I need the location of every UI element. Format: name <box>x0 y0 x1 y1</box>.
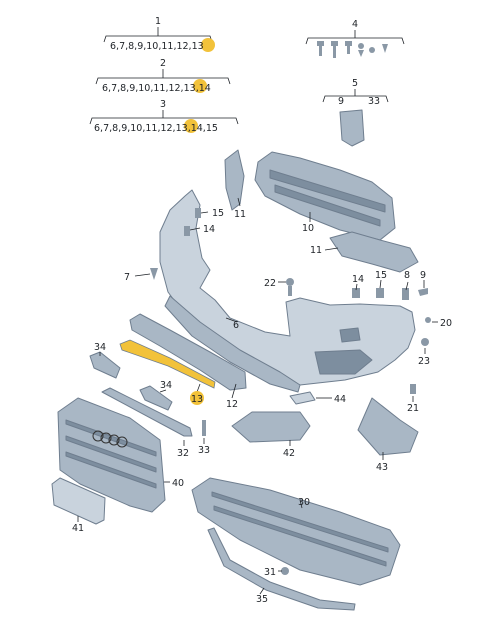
clip-14 <box>184 226 190 236</box>
legend-group-4: 4 <box>305 19 405 58</box>
legend-group-1: 1 6,7,8,9,10,11,12,13 <box>103 16 215 52</box>
bracket-14 <box>352 288 360 298</box>
callout-7: 7 <box>124 272 130 283</box>
part-list-right: 33 <box>368 96 380 107</box>
bracket-part-5 <box>339 109 365 147</box>
callout-42: 42 <box>283 448 295 459</box>
part-list: 6,7,8,9,10,11,12,13,14,15 <box>94 123 218 134</box>
callout-21: 21 <box>407 403 419 414</box>
callout-10: 10 <box>302 223 314 234</box>
legend-group-5: 5 9 33 <box>322 78 389 147</box>
callout-14-right: 14 <box>352 274 364 285</box>
absorber-ribs <box>269 169 386 227</box>
fog-lamp-grille <box>231 411 311 443</box>
clip-33 <box>202 420 206 436</box>
callout-43: 43 <box>376 462 388 473</box>
screw-31 <box>281 567 289 575</box>
license-plate-bracket <box>51 477 106 525</box>
underbody-ribs <box>211 491 389 567</box>
callout-11-lower: 11 <box>310 245 322 256</box>
bracket-15 <box>376 288 384 298</box>
tow-hook-recess <box>339 327 361 343</box>
group-number: 4 <box>352 19 358 30</box>
callout-14-left: 14 <box>203 224 215 235</box>
air-guide <box>357 397 419 456</box>
part-list: 6,7,8,9,10,11,12,13,14 <box>102 83 211 94</box>
grille-trim-upper <box>89 351 121 379</box>
callout-41: 41 <box>72 523 84 534</box>
callout-15-left: 15 <box>212 208 224 219</box>
lower-trim-strip <box>207 527 356 611</box>
side-bracket-left <box>224 149 245 211</box>
callout-44: 44 <box>334 394 346 405</box>
underbody-panel <box>191 477 401 586</box>
side-bracket-right <box>329 231 419 273</box>
callout-34-upper: 34 <box>94 342 106 353</box>
highlight-marker <box>184 119 198 133</box>
callout-22: 22 <box>264 278 276 289</box>
callout-8: 8 <box>404 270 410 281</box>
bracket-8 <box>402 288 409 300</box>
highlight-marker <box>201 38 215 52</box>
callout-31: 31 <box>264 567 276 578</box>
callout-6: 6 <box>233 320 239 331</box>
group-number: 3 <box>160 99 166 110</box>
callout-11-upper: 11 <box>234 209 246 220</box>
callout-40: 40 <box>172 478 184 489</box>
group-number: 1 <box>155 16 161 27</box>
bumper-lower-lip <box>164 295 301 393</box>
screw-9 <box>418 288 428 296</box>
clip-21 <box>410 384 416 394</box>
legend-group-2: 2 6,7,8,9,10,11,12,13,14 <box>95 58 231 94</box>
callout-23: 23 <box>418 356 430 367</box>
grille-slats <box>65 419 157 489</box>
screw-20 <box>425 317 431 323</box>
callout-33: 33 <box>198 445 210 456</box>
callout-35: 35 <box>256 594 268 605</box>
bolt-22 <box>286 278 294 286</box>
callout-12: 12 <box>226 399 238 410</box>
callout-9: 9 <box>420 270 426 281</box>
nut-23 <box>421 338 429 346</box>
callout-15-right: 15 <box>375 270 387 281</box>
grille-trim-lower <box>139 385 173 411</box>
absorber-strip <box>129 313 247 391</box>
highlight-marker <box>193 79 207 93</box>
callout-13-highlight <box>190 391 204 405</box>
callout-13: 13 <box>191 394 203 405</box>
callout-20: 20 <box>440 318 452 329</box>
callout-32: 32 <box>177 448 189 459</box>
impact-absorber <box>254 151 396 241</box>
callout-30: 30 <box>298 497 310 508</box>
group-number: 2 <box>160 58 166 69</box>
part-list-left: 9 <box>338 96 344 107</box>
group-number: 5 <box>352 78 358 89</box>
part-list: 6,7,8,9,10,11,12,13 <box>110 41 204 52</box>
clip-7 <box>150 268 158 280</box>
highlighted-trim-strip <box>119 339 216 389</box>
screw-icons <box>317 41 388 58</box>
clip-15 <box>195 208 201 218</box>
tow-eye-cover <box>289 391 316 405</box>
trim-strip-32 <box>101 387 193 437</box>
legend-group-3: 3 6,7,8,9,10,11,12,13,14,15 <box>89 99 239 134</box>
callout-34-lower: 34 <box>160 380 172 391</box>
grille-badge-rings <box>92 430 128 448</box>
fog-lamp-recess <box>314 349 373 375</box>
callouts: 6 7 8 9 10 11 11 12 13 14 14 15 15 20 21… <box>72 197 452 605</box>
